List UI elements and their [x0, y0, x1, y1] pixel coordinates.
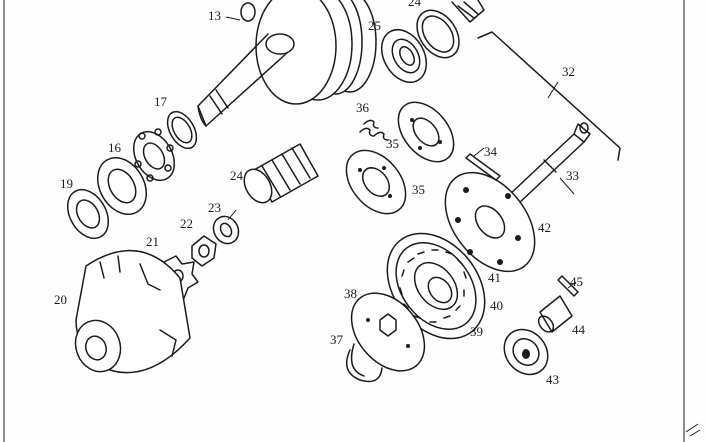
part-24-pinion [243, 143, 319, 204]
callout-24: 24 [230, 168, 244, 183]
callout-34: 34 [484, 144, 498, 159]
part-38-disc [350, 292, 426, 372]
callout-45: 45 [570, 274, 583, 289]
part-17-washer [166, 110, 198, 150]
callout-24-top: 24 [408, 0, 422, 9]
page-corner-mark [685, 423, 701, 437]
part-42-clutch-plate [444, 171, 536, 273]
callout-43: 43 [546, 372, 559, 387]
callout-39: 39 [470, 324, 483, 339]
callout-37: 37 [330, 332, 344, 347]
callout-16: 16 [108, 140, 122, 155]
group-32-bracket [477, 31, 621, 161]
leader-lines [225, 16, 577, 289]
part-35-lower-disc [345, 149, 407, 215]
callout-23: 23 [208, 200, 221, 215]
callout-17: 17 [154, 94, 168, 109]
callout-35-lower: 35 [412, 182, 425, 197]
callout-42: 42 [538, 220, 551, 235]
callout-25: 25 [368, 18, 381, 33]
callout-32: 32 [562, 64, 575, 79]
callout-35-upper: 35 [386, 136, 399, 151]
part-36-spring [359, 119, 389, 141]
part-16-roller-cage [132, 128, 176, 182]
part-20-clutch-housing [74, 249, 191, 374]
callout-36: 36 [356, 100, 370, 115]
part-44-bushing [537, 295, 573, 333]
part-13-crankshaft [197, 0, 377, 127]
callout-33: 33 [566, 168, 579, 183]
part-23-needle-bearing [212, 215, 240, 245]
callout-22: 22 [180, 216, 193, 231]
part-19-seal [66, 189, 110, 239]
part-39-hub [427, 276, 453, 304]
callout-44: 44 [572, 322, 586, 337]
part-25-bearing [380, 29, 428, 83]
part-24-top-ring-gear [416, 0, 485, 59]
callout-19: 19 [60, 176, 73, 191]
part-bearing-left [97, 157, 147, 215]
callout-20: 20 [54, 292, 67, 307]
callout-41: 41 [488, 270, 501, 285]
callout-13: 13 [208, 8, 221, 23]
part-37-circlip [345, 343, 383, 383]
part-45-key [557, 275, 579, 297]
part-43-bearing [503, 328, 549, 376]
part-35-upper-disc [397, 101, 455, 163]
part-34-pin [465, 153, 501, 181]
callout-40: 40 [490, 298, 503, 313]
part-22-nut [191, 235, 217, 267]
callout-38: 38 [344, 286, 357, 301]
part-33-shaft [507, 122, 591, 205]
callout-21: 21 [146, 234, 159, 249]
